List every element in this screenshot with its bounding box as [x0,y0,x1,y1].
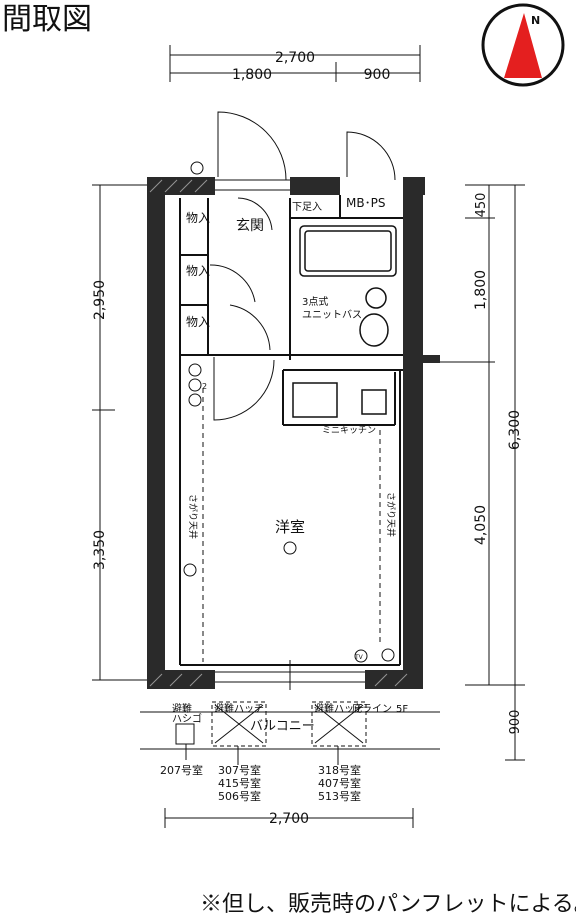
north-needle-icon [504,13,542,78]
dim-right-room: 4,050 [473,505,489,545]
label-evac-left-2: ハシゴ [172,712,202,725]
dim-left-lower: 3,350 [92,530,108,570]
label-lowered-ceiling-left: さがり天井 [187,494,199,539]
compass: N [481,3,565,87]
footnote: ※但し、販売時のパンフレットによる。 [200,892,576,917]
note-room-307: 307号室 [218,763,261,777]
label-mini-kitchen: ミニキッチン [322,425,376,436]
dim-right-balcony: 900 [508,710,523,735]
label-evac-hatch-1: 避難ハッチ [214,702,264,715]
label-storage-1: 物入 [186,211,210,225]
dim-right-total: 6,300 [507,410,523,450]
label-mbps: MB･PS [346,196,385,210]
balcony-outline [140,701,440,765]
label-genkan: 玄関 [236,217,264,234]
label-balcony: バルコニー [250,719,315,734]
label-unit-bath-2: ユニットバス [302,309,362,321]
dim-top-total: 2,700 [275,50,315,66]
label-evac-hatch-2: 避難ハッチ [314,702,364,715]
ceiling-light-icon [283,541,297,555]
label-western-room: 洋室 [275,518,305,536]
note-room-513: 513号室 [318,789,361,803]
label-evac-left-1: 避難 [172,702,192,715]
north-label: N [531,14,540,27]
outlet-num-label: 2 [202,382,207,391]
page-title: 間取図 [2,2,92,37]
note-room-407: 407号室 [318,776,361,790]
outlet-icons [183,161,395,663]
dim-right-bath: 1,800 [473,270,489,310]
label-unit-bath-1: 3点式 [302,295,328,308]
label-storage-2: 物入 [186,264,210,278]
dim-right-entry: 450 [474,193,489,218]
unit-bath-fixtures [299,225,397,347]
label-storage-3: 物入 [186,315,210,329]
dim-bottom-total: 2,700 [269,811,309,827]
outlet-tv-label: TV [354,654,364,661]
label-shoe-rack: 下足入 [292,201,322,213]
note-room-506: 506号室 [218,789,261,803]
note-room-415: 415号室 [218,776,261,790]
label-5f: 5F [396,704,408,715]
note-room-318: 318号室 [318,763,361,777]
door-swings [209,111,396,421]
label-lowered-ceiling-right: さがり天井 [385,492,397,537]
dim-top-left: 1,800 [232,67,272,83]
note-room-207: 207号室 [160,763,203,777]
dim-top-right: 900 [364,67,391,83]
dim-left-upper: 2,950 [92,280,108,320]
label-eave-line: 庇ライン [352,702,392,715]
kitchen-fixtures [292,382,387,418]
outer-walls [147,177,440,689]
